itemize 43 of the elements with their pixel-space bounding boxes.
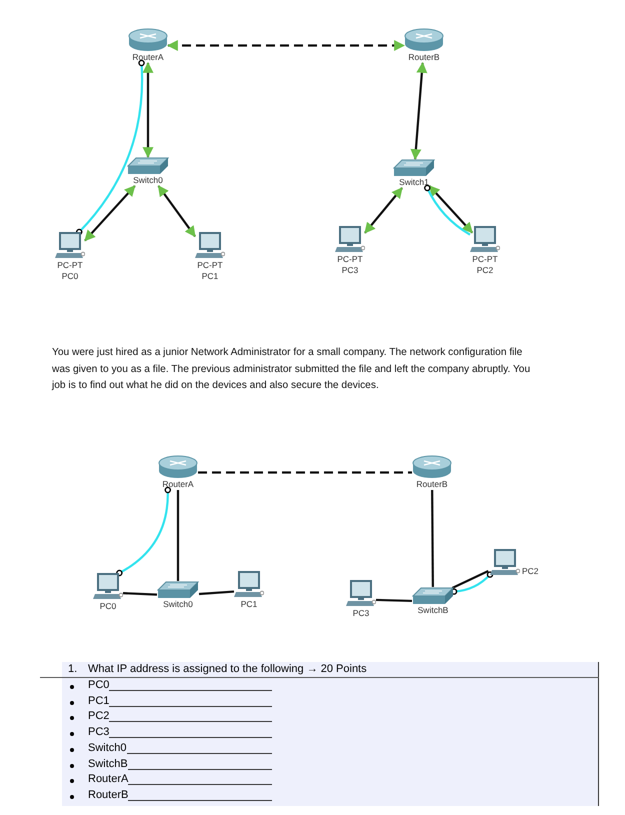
network-link <box>431 490 434 588</box>
answer-label: PC3 <box>88 726 110 738</box>
device-label: PC1 <box>240 599 258 610</box>
dashed-link <box>198 471 412 474</box>
device-label: Switch1 <box>399 177 429 188</box>
device-label: PC3 <box>342 265 358 276</box>
device-label: Switch0 <box>163 599 193 610</box>
device-label: PC3 <box>352 608 370 619</box>
console-cable <box>450 571 494 595</box>
answer-label: SwitchB <box>88 758 128 770</box>
network-link <box>452 570 489 589</box>
device-label: RouterA <box>162 479 194 490</box>
device-label: Switch0 <box>133 175 163 186</box>
answer-label: RouterA <box>88 773 128 786</box>
network-link <box>410 62 428 160</box>
device-label: PC0 <box>62 271 78 282</box>
network-link <box>364 187 403 234</box>
console-cable <box>116 486 171 576</box>
device-label: PC-PT <box>57 260 83 271</box>
answer-label: PC0 <box>88 679 110 691</box>
device-label: PC0 <box>100 601 116 612</box>
device-label: RouterB <box>408 52 440 63</box>
instructions-paragraph: You were just hired as a junior Network Administrator for a small company. The network configuration file was given to you as a file. The previous administrator submitted the file and left the company abruptly. You job is to find out what he did on the devices and also secure the devices. <box>52 346 532 393</box>
device-label: RouterB <box>416 479 448 490</box>
dashed-link <box>166 40 406 51</box>
device-label: PC-PT <box>472 254 498 265</box>
answer-label: Switch0 <box>88 742 127 754</box>
device-label: PC2 <box>522 566 539 577</box>
console-cable <box>76 60 145 236</box>
network-link <box>84 185 136 242</box>
question-text: What IP address is assigned to the following → 20 Points <box>88 663 367 675</box>
network-link <box>158 185 196 238</box>
question-number: 1. <box>68 663 78 675</box>
device-label: PC2 <box>476 265 494 276</box>
device-label: SwitchB <box>418 605 448 616</box>
device-label: RouterA <box>132 52 164 63</box>
answer-label: PC2 <box>88 710 110 722</box>
device-label: PC-PT <box>197 260 223 271</box>
answer-label: RouterB <box>88 788 128 801</box>
device-label: PC-PT <box>337 254 363 265</box>
network-link <box>142 62 154 158</box>
answer-label: PC1 <box>88 694 110 707</box>
device-label: PC1 <box>202 271 218 282</box>
